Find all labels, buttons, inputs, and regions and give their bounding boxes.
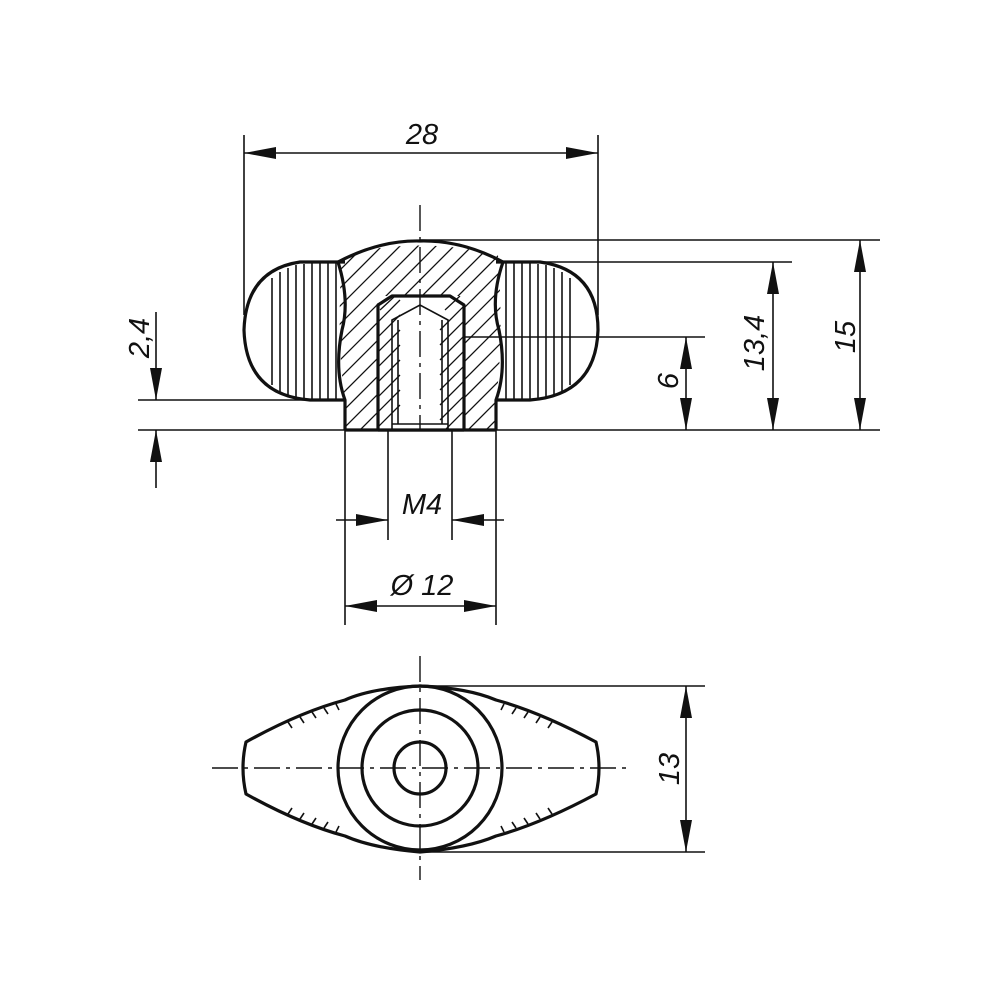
top-view — [212, 656, 630, 880]
right-wing-knurl — [505, 263, 571, 399]
hub-hatching — [339, 245, 501, 430]
dim-overall-width: 28 — [243, 119, 599, 315]
dim-top-view-width: 13 — [420, 685, 705, 853]
left-wing-knurl — [271, 263, 337, 399]
left-wing — [242, 260, 345, 402]
dim-base-height-label: 2,4 — [124, 318, 156, 359]
dim-top-view-width-label: 13 — [654, 753, 686, 785]
dim-thread: M4 — [336, 430, 504, 540]
dim-thread-label: M4 — [402, 489, 442, 521]
dim-overall-height-label: 15 — [830, 320, 862, 353]
top-view-insert-circle — [360, 708, 480, 828]
dim-wing-height-label: 13,4 — [739, 315, 771, 371]
dim-hub-diameter-label: Ø 12 — [390, 570, 454, 602]
threaded-insert — [376, 294, 466, 432]
front-section-view — [242, 205, 600, 432]
right-wing — [496, 260, 600, 402]
dim-overall-height: 15 — [420, 239, 880, 431]
dim-wing-height: 13,4 — [540, 261, 792, 430]
dim-overall-width-label: 28 — [405, 119, 438, 151]
hub-section — [336, 239, 505, 432]
top-view-knurl — [287, 703, 553, 833]
insert-hatching — [378, 296, 464, 430]
dim-thread-depth-label: 6 — [653, 372, 685, 389]
dim-thread-depth: 6 — [464, 336, 705, 430]
front-dimensions: 28 15 13,4 6 — [124, 119, 880, 625]
dim-base-height: 2,4 — [124, 312, 345, 488]
dim-hub-diameter: Ø 12 — [344, 430, 497, 625]
